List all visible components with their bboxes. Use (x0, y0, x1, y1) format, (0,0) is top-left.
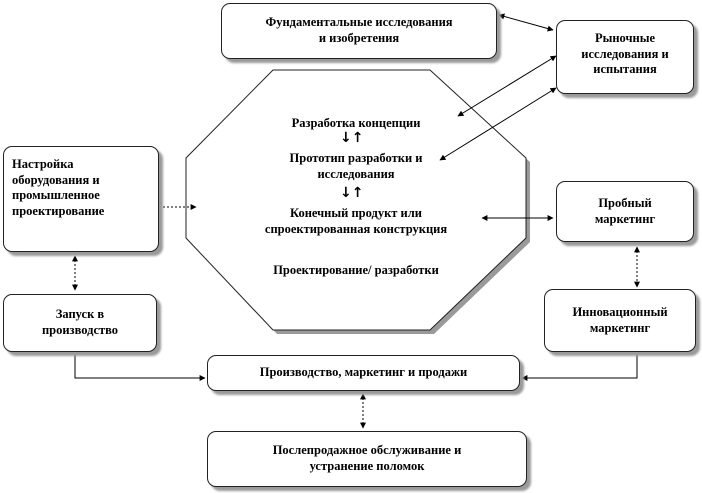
design-final-product: Конечный продукт или спроектированная ко… (236, 206, 476, 237)
design-prototype: Прототип разработки и исследования (256, 151, 456, 182)
node-fundamental-research: Фундаментальные исследования и изобретен… (221, 3, 497, 59)
node-market-line-2: исследования и (581, 46, 669, 61)
node-innovation-marketing: Инновационный маркетинг (544, 289, 696, 352)
node-fundamental-line-1: Фундаментальные исследования (265, 15, 453, 30)
updown-arrows-1: ↓↑ (340, 130, 364, 146)
node-equipment-line-2: оборудования и (12, 172, 100, 187)
design-final-line-2: спроектированная конструкция (264, 221, 448, 236)
node-launch-production: Запуск в производство (3, 294, 157, 352)
node-innovation-line-1: Инновационный (572, 304, 668, 319)
design-prototype-line-1: Прототип разработки и (289, 151, 423, 165)
node-equipment-line-4: проектирование (12, 203, 105, 218)
arrow-market-prototype (439, 87, 557, 161)
node-trial-line-2: маркетинг (594, 211, 656, 226)
node-launch-line-1: Запуск в (55, 307, 105, 322)
node-production-line-1: Производство, маркетинг и продажи (259, 365, 468, 380)
node-market-research: Рыночные исследования и испытания (556, 20, 694, 94)
node-market-line-1: Рыночные (594, 31, 656, 45)
updown-arrows-2: ↓↑ (340, 185, 364, 201)
node-innovation-line-2: маркетинг (589, 320, 651, 335)
arrow-fundamental-market (498, 13, 554, 32)
design-prototype-line-2: исследования (317, 166, 395, 181)
node-trial-marketing: Пробный маркетинг (556, 181, 694, 242)
node-aftersales-line-2: устранение поломок (309, 459, 425, 473)
node-after-sales-service: Послепродажное обслуживание и устранение… (207, 431, 527, 487)
node-market-line-3: испытания (593, 62, 657, 77)
design-concept: Разработка концепции (291, 116, 421, 130)
node-equipment-line-3: промышленное (12, 188, 100, 203)
node-equipment-setup: Настройка оборудования и промышленное пр… (3, 146, 159, 252)
node-aftersales-line-1: Послепродажное обслуживание и (272, 443, 462, 458)
design-block-title: Проектирование/ разработки (273, 263, 439, 277)
arrow-launch-production (74, 355, 206, 381)
arrow-market-concept (457, 55, 557, 117)
design-final-line-1: Конечный продукт или (290, 206, 422, 220)
node-launch-line-2: производство (41, 323, 119, 337)
node-equipment-line-1: Настройка (12, 157, 74, 171)
node-production-marketing-sales: Производство, маркетинг и продажи (207, 355, 520, 391)
arrow-innovation-production (521, 355, 638, 381)
node-trial-line-1: Пробный (598, 195, 652, 210)
node-fundamental-line-2: и изобретения (318, 31, 400, 45)
